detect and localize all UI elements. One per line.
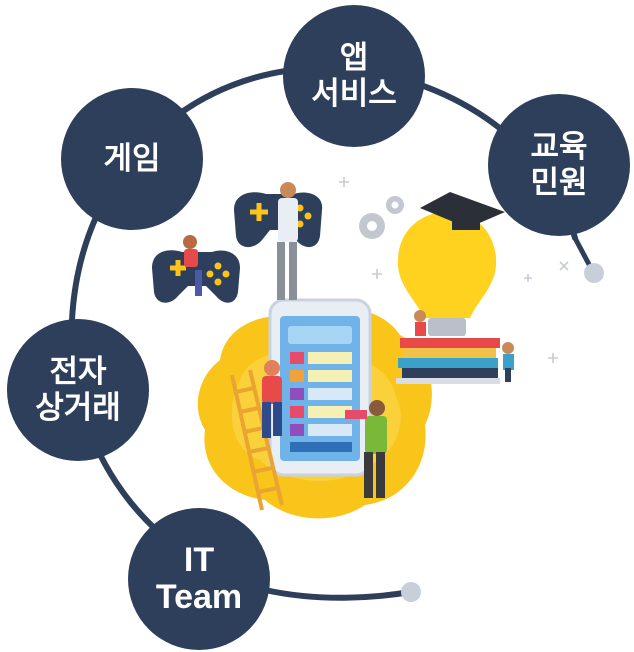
- node-label-education-civil: 교육 민원: [530, 129, 588, 201]
- gamer-people: [183, 182, 298, 300]
- end-dot-bottom: [401, 582, 421, 602]
- node-label-it-team: IT Team: [155, 541, 243, 616]
- node-education-civil: 교육 민원: [488, 94, 630, 236]
- node-game: 게임: [61, 88, 203, 230]
- person-standing: [345, 400, 387, 498]
- node-label-app-service: 앱 서비스: [311, 40, 397, 112]
- node-label-e-commerce: 전자 상거래: [35, 354, 121, 426]
- smartphone-icon: [268, 298, 372, 477]
- node-app-service: 앱 서비스: [283, 5, 425, 147]
- graduation-cap-icon: [420, 192, 505, 230]
- person-on-ladder: [262, 360, 282, 438]
- lightbulb-icon: [397, 212, 497, 336]
- books-icon: [396, 338, 500, 384]
- node-it-team: IT Team: [128, 508, 270, 650]
- node-label-game: 게임: [103, 141, 161, 177]
- end-dot-right: [584, 263, 604, 283]
- node-e-commerce: 전자 상거래: [7, 319, 149, 461]
- ring-path: [68, 64, 578, 601]
- bulb-people: [414, 310, 514, 382]
- gear-icon: [359, 196, 404, 239]
